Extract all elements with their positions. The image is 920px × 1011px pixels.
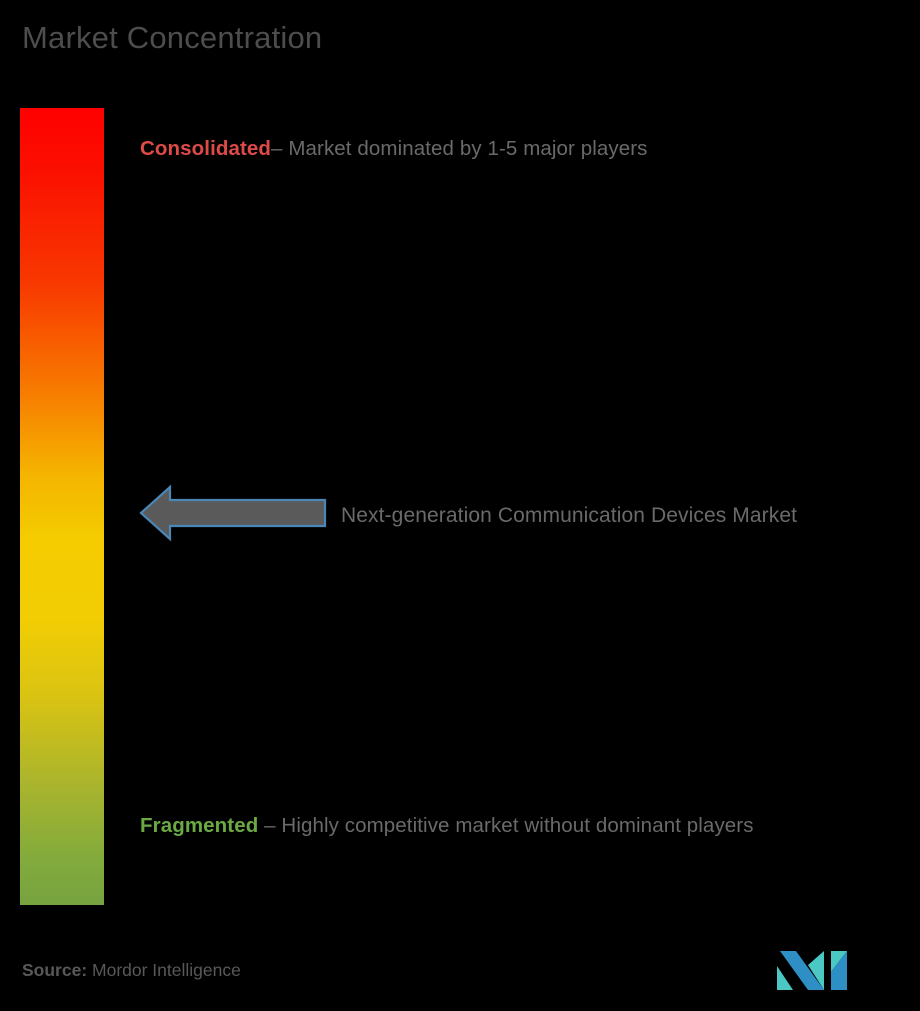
mi-monogram-icon [777, 951, 847, 990]
mordor-intelligence-logo [777, 948, 849, 990]
source-value: Mordor Intelligence [87, 960, 241, 980]
market-position-arrow [138, 484, 328, 542]
legend-consolidated-term: Consolidated [140, 137, 272, 160]
legend-fragmented: Fragmented – Highly competitive market w… [140, 797, 870, 855]
legend-fragmented-term: Fragmented [140, 814, 259, 837]
source-attribution: Source: Mordor Intelligence [22, 960, 241, 981]
legend-consolidated: Consolidated– Market dominated by 1-5 ma… [140, 120, 870, 178]
arrow-left-icon [139, 484, 327, 542]
market-position-label: Next-generation Communication Devices Ma… [341, 504, 798, 527]
legend-consolidated-description: – Market dominated by 1-5 major players [271, 137, 648, 160]
page-title: Market Concentration [22, 20, 323, 55]
source-label: Source: [22, 960, 88, 980]
legend-fragmented-description: – Highly competitive market without domi… [258, 814, 754, 837]
market-concentration-gradient-bar [20, 108, 104, 905]
